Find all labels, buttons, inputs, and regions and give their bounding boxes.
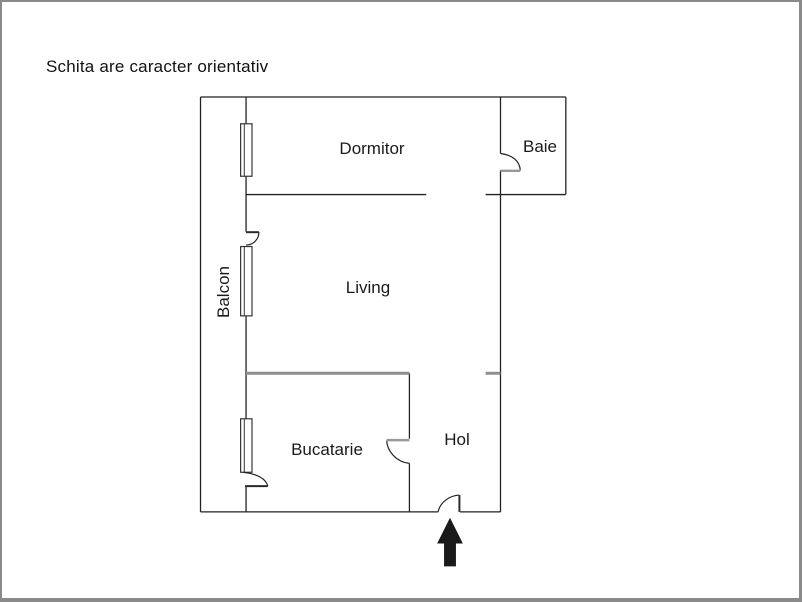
bucatarie-balcony-door-swing-arc (243, 471, 269, 487)
hol-door-swing-arc (386, 440, 410, 464)
disclaimer-text: Schita are caracter orientativ (46, 57, 269, 76)
entrance-door-swing-arc (437, 494, 459, 513)
room-label-bucatarie: Bucatarie (291, 440, 363, 459)
baie-door-swing-arc (500, 152, 521, 171)
room-label-dormitor: Dormitor (339, 139, 405, 158)
entrance-arrow (437, 517, 463, 567)
room-label-living: Living (345, 278, 391, 297)
room-label-hol: Hol (444, 430, 470, 449)
living-window (240, 245, 253, 317)
room-label-balcon: Balcon (214, 266, 233, 318)
room-label-baie: Baie (522, 137, 558, 156)
dormitor-window (240, 123, 253, 177)
bucatarie-window (240, 418, 253, 473)
living-balcony-door-swing-arc (246, 232, 260, 246)
